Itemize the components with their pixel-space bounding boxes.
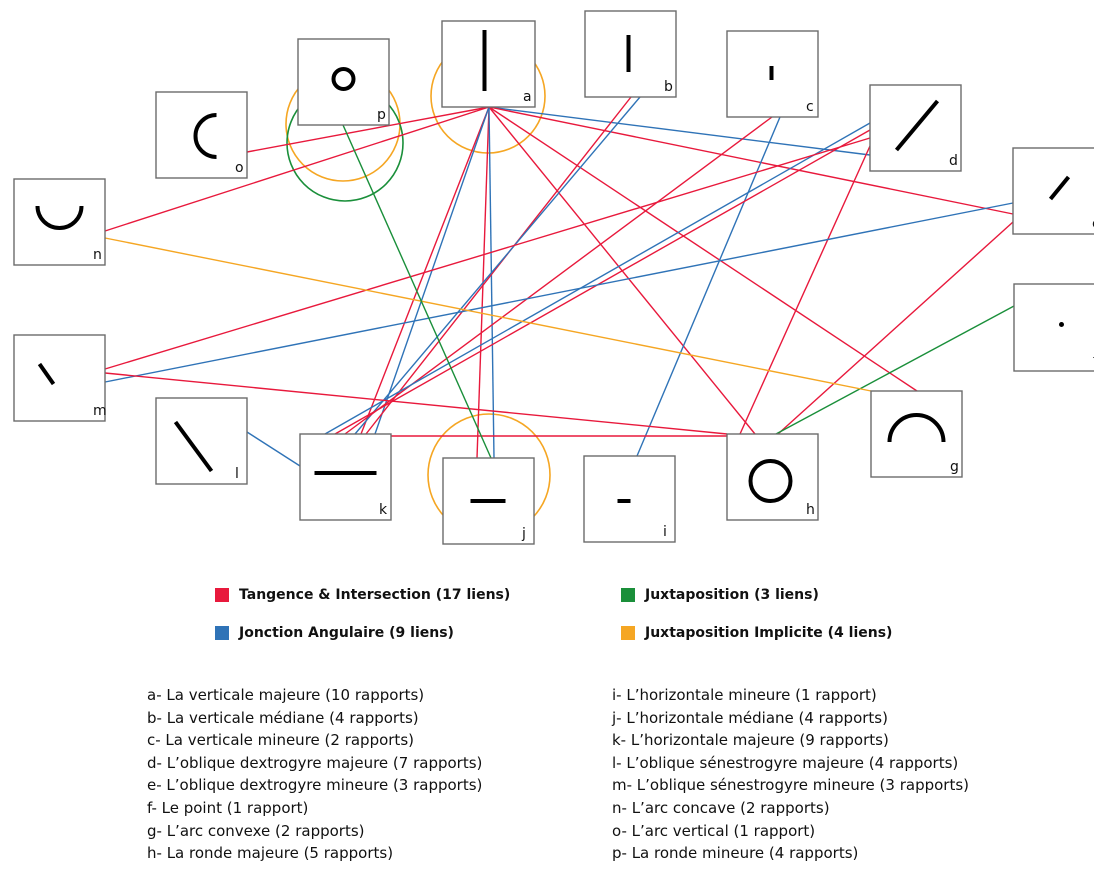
node-label-p: p [377,107,386,123]
description-item-o: o- L’arc vertical (1 rapport) [612,821,816,840]
node-label-o: o [235,160,244,176]
legend-swatch-juxtaposition [621,588,635,602]
legend-item-juxtaposition: Juxtaposition (3 liens) [621,587,819,603]
edge-a-e-tangence [488,106,1014,215]
node-c: c [726,30,819,118]
edge-m-h-tangence [104,372,728,435]
description-item-i: i- L’horizontale mineure (1 rapport) [612,686,877,704]
edge-d-k-tangence [334,129,871,435]
edge-e-m-jonction [104,202,1014,383]
node-j: j [442,457,535,545]
concave-arc-icon [35,205,84,230]
node-label-n: n [93,247,102,263]
legend-label-jonction: Jonction Angulaire (9 liens) [239,625,454,641]
edge-p-j-juxtaposition [342,124,492,459]
node-m: m [13,334,107,422]
node-label-i: i [663,524,667,540]
description-item-l: l- L’oblique sénestrogyre majeure (4 rap… [612,753,959,772]
description-item-a: a- La verticale majeure (10 rapports) [147,686,425,704]
point-icon [1059,322,1064,327]
legend-item-implicite: Juxtaposition Implicite (4 liens) [621,625,892,641]
edge-a-g-tangence [488,106,918,392]
description-item-f: f- Le point (1 rapport) [147,798,309,817]
description-item-e: e- L’oblique dextrogyre mineure (3 rappo… [147,776,483,795]
node-label-l: l [235,466,239,482]
description-item-h: h- La ronde majeure (5 rapports) [147,844,394,863]
edge-layer [104,96,1015,467]
legend-swatch-jonction [215,626,229,640]
oblique-senestro-minor-icon [37,362,56,386]
edge-c-k-tangence [344,116,773,435]
legend-label-tangence: Tangence & Intersection (17 liens) [239,587,511,603]
node-o: o [155,91,248,179]
description-item-b: b- La verticale médiane (4 rapports) [147,708,419,727]
description-list-right: i- L’horizontale mineure (1 rapport) j- … [612,684,969,865]
description-item-g: g- L’arc convexe (2 rapports) [147,821,365,840]
edge-a-k-tangence [360,106,490,435]
description-item-m: m- L’oblique sénestrogyre mineure (3 rap… [612,776,970,795]
edge-a-j-jonction [488,106,495,459]
oblique-dextro-major-icon [894,99,940,152]
edge-b-k-jonction [354,96,641,435]
legend-label-implicite: Juxtaposition Implicite (4 liens) [645,625,893,641]
node-label-k: k [379,502,388,518]
node-p: p [297,38,390,126]
edge-a-n-tangence [104,106,490,232]
node-a: a [441,20,536,108]
legend-item-jonction: Jonction Angulaire (9 liens) [215,625,454,641]
description-item-c: c- La verticale mineure (2 rapports) [147,731,414,750]
vertical-arc-icon [193,113,217,159]
circle-major-icon [748,459,793,503]
description-list-left: a- La verticale majeure (10 rapports) b-… [147,684,482,865]
node-l: l [155,397,248,485]
node-e: e [1012,147,1094,235]
description-item-k: k- L’horizontale majeure (9 rapports) [612,731,889,750]
description-item-j: j- L’horizontale médiane (4 rapports) [612,708,888,727]
node-label-h: h [806,502,815,518]
edge-n-g-implicite [104,237,872,392]
description-item-p: p- La ronde mineure (4 rapports) [612,844,859,863]
node-n: n [13,178,106,266]
node-d: d [869,84,962,172]
node-label-g: g [950,459,959,475]
edge-d-k-jonction [324,122,871,435]
oblique-dextro-minor-icon [1048,175,1071,201]
legend-swatch-tangence [215,588,229,602]
node-i: i [583,455,676,543]
node-label-e: e [1092,216,1094,232]
oblique-senestro-major-icon [173,420,214,473]
edge-b-k-tangence [365,96,632,435]
description-item-n: n- L’arc concave (2 rapports) [612,798,830,817]
edge-a-o-tangence [246,106,490,153]
description-item-d: d- L’oblique dextrogyre majeure (7 rappo… [147,753,483,772]
node-label-b: b [664,79,673,95]
node-f: f [1013,283,1094,372]
node-k: k [299,433,392,521]
node-label-a: a [523,89,532,105]
edge-d-m-tangence [104,137,871,370]
legend-label-juxtaposition: Juxtaposition (3 liens) [645,587,819,603]
edge-e-h-tangence [777,221,1014,435]
circle-minor-icon [331,67,356,91]
convex-arc-icon [887,413,946,443]
edge-f-h-juxtaposition [775,305,1015,435]
node-label-d: d [949,153,958,169]
node-h: h [726,433,819,521]
edge-l-k-jonction [246,431,301,467]
edge-c-i-jonction [636,116,781,457]
legend-item-tangence: Tangence & Intersection (17 liens) [215,587,510,603]
relationship-diagram: a b c d e f g h i j k l m n o p [13,10,1094,545]
node-b: b [584,10,677,98]
node-label-j: j [521,526,526,542]
node-g: g [870,390,963,478]
node-label-c: c [806,99,814,115]
node-label-m: m [93,403,107,419]
edge-a-d-jonction [488,106,871,156]
edge-d-h-tangence [739,145,871,435]
node-layer: a b c d e f g h i j k l m n o p [13,10,1094,545]
legend-swatch-implicite [621,626,635,640]
